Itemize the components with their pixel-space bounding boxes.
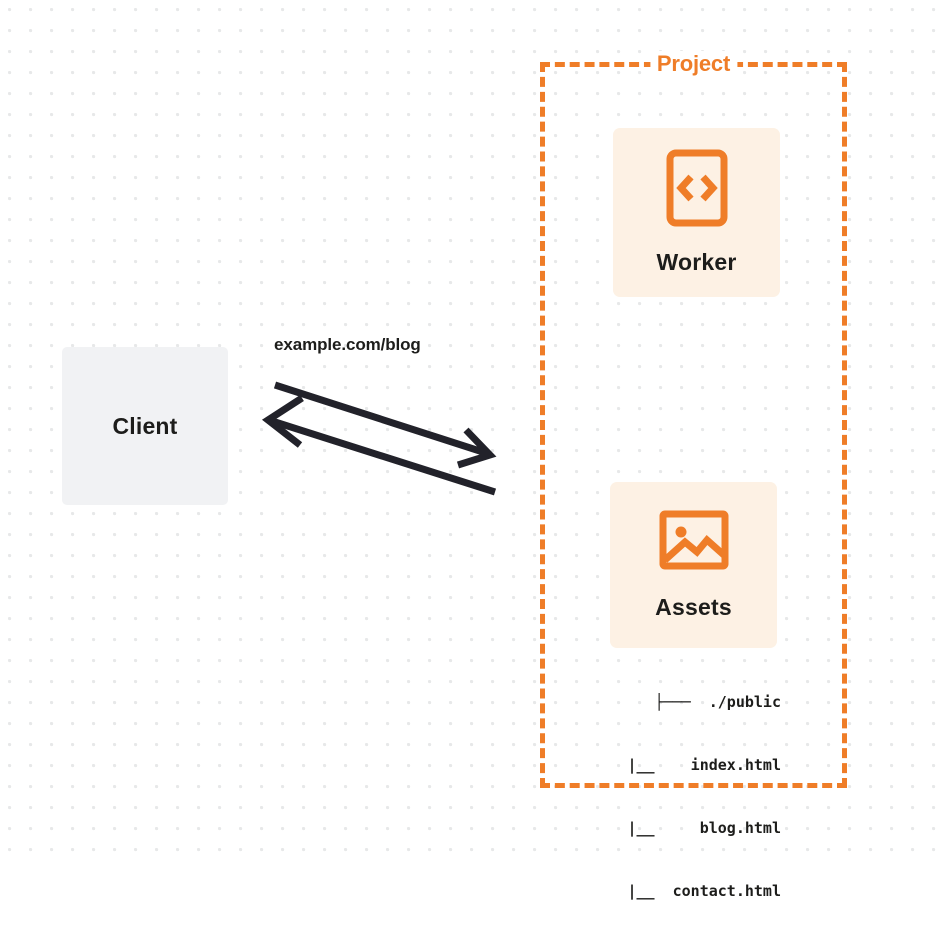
request-url-label: example.com/blog — [274, 335, 421, 354]
worker-label: Worker — [656, 249, 737, 275]
arrow-right-icon — [273, 381, 497, 469]
connector-group: example.com/blog — [250, 325, 520, 515]
list-item: |__ contact.html — [627, 882, 781, 900]
client-node: Client — [62, 347, 228, 505]
worker-card[interactable]: Worker — [613, 128, 780, 297]
asset-file-tree: ├─── ./public |__ index.html |__ blog.ht… — [575, 650, 781, 944]
diagram-canvas: Client example.com/blog Project — [0, 0, 938, 900]
image-picture-icon — [659, 510, 729, 570]
assets-card[interactable]: Assets — [610, 482, 777, 648]
code-brackets-icon — [666, 149, 728, 227]
connector-arrows — [261, 381, 497, 496]
arrow-left-icon — [261, 395, 497, 496]
project-label: Project — [649, 51, 738, 77]
list-item: |__ blog.html — [627, 819, 781, 837]
assets-label: Assets — [655, 593, 732, 620]
list-item: |__ index.html — [627, 756, 781, 774]
client-label: Client — [112, 412, 178, 439]
project-boundary: Project — [540, 51, 847, 788]
list-item: ├─── ./public — [654, 693, 781, 711]
